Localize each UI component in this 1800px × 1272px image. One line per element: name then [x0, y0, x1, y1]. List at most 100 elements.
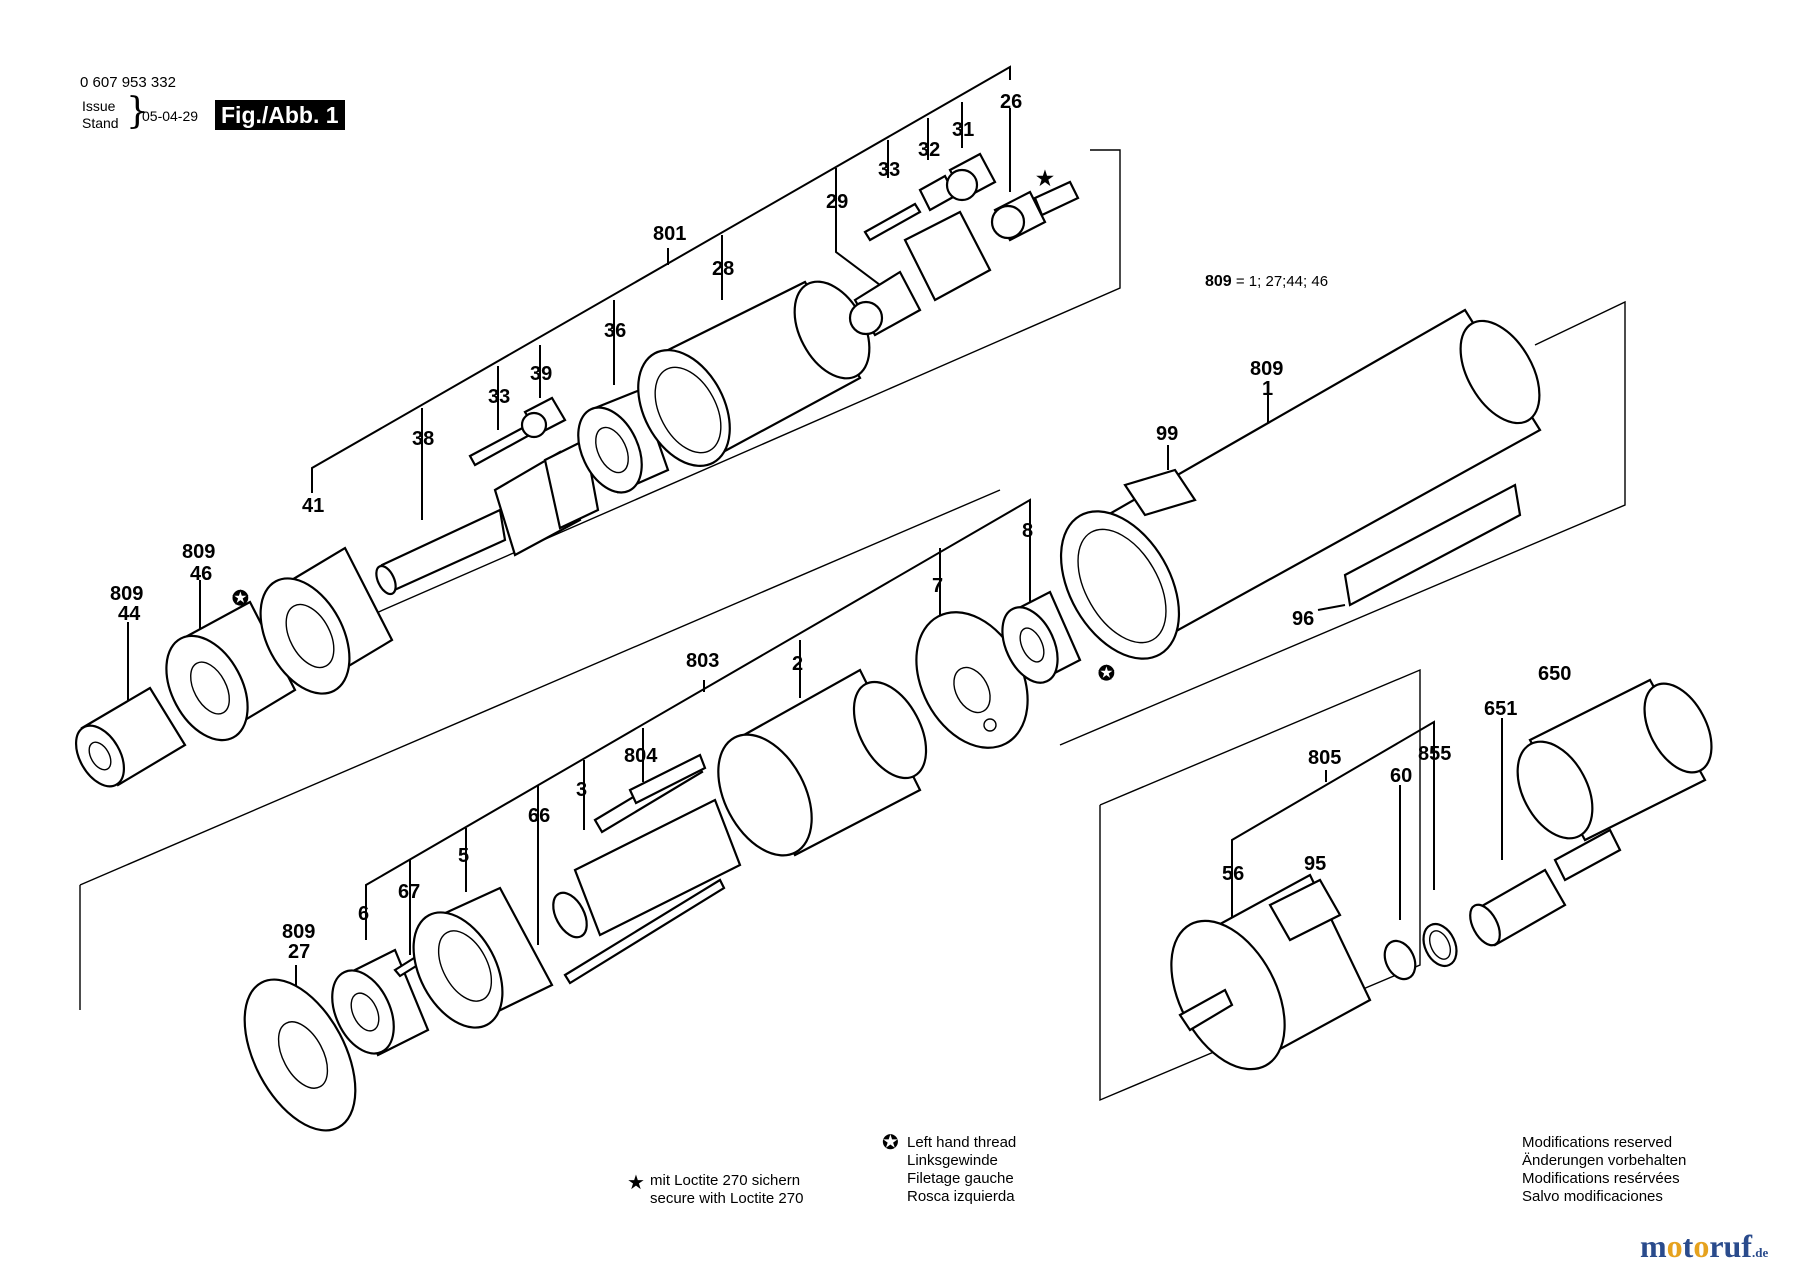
- callout-805: 805: [1308, 747, 1341, 769]
- star-icon: ★: [627, 1172, 645, 1194]
- loctite-note: mit Loctite 270 sichern secure with Loct…: [650, 1172, 803, 1208]
- loctite-note-de: mit Loctite 270 sichern: [650, 1172, 801, 1189]
- frame-803-top: [79, 489, 1001, 886]
- part-26-gear-shaft: [990, 180, 1080, 242]
- kit-809-contents: = 1; 27;44; 46: [1235, 273, 1329, 290]
- callout-651: 651: [1484, 698, 1517, 720]
- callout-41: 41: [302, 495, 324, 517]
- part-650-silencer: [1516, 678, 1713, 842]
- part-96-label-strip: [1343, 483, 1522, 607]
- modifications-note-fr: Modifications resérvées: [1522, 1170, 1680, 1187]
- callout-32: 32: [918, 139, 940, 161]
- callout-809-27: 809: [282, 921, 315, 943]
- part-99-label-band: [1123, 468, 1197, 517]
- left-thread-note: Left hand thread Linksgewinde Filetage g…: [907, 1134, 1016, 1206]
- callout-2: 2: [792, 653, 803, 675]
- part-41-bearing: [259, 546, 394, 695]
- callout-33a: 33: [878, 159, 900, 181]
- callout-46: 46: [190, 563, 212, 585]
- left-thread-note-en: Left hand thread: [907, 1134, 1017, 1151]
- part-60-strainer: [1383, 939, 1417, 981]
- callout-809-46: 809: [182, 541, 215, 563]
- issue-stand-label: Issue Stand: [82, 98, 119, 132]
- callout-66: 66: [528, 805, 550, 827]
- callout-29: 29: [826, 191, 848, 213]
- modifications-note-en: Modifications reserved: [1522, 1134, 1673, 1151]
- modifications-note: Modifications reserved Änderungen vorbeh…: [1522, 1134, 1686, 1206]
- bracket-801-line: [311, 65, 1011, 493]
- part-95-label-band: [1268, 878, 1342, 942]
- part-651-hose-nipple: [1469, 828, 1622, 947]
- frame-809: [1059, 300, 1626, 746]
- star-icon-part-26: ★: [1036, 168, 1054, 190]
- part-29-gear-carrier: [848, 210, 992, 337]
- assembly-frames: [79, 149, 1626, 1102]
- part-2-cylinder: [717, 668, 928, 857]
- stand-label: Stand: [82, 115, 119, 131]
- callout-855: 855: [1418, 743, 1451, 765]
- part-38-rotor-shaft: [375, 438, 600, 596]
- callout-67: 67: [398, 881, 420, 903]
- callout-7: 7: [932, 575, 943, 597]
- modifications-note-de: Änderungen vorbehalten: [1522, 1152, 1687, 1169]
- diagram-symbols: ★ ✪ ✪: [232, 168, 1115, 685]
- callout-3: 3: [576, 779, 587, 801]
- part-1-housing-tube: [1059, 308, 1542, 660]
- callout-38: 38: [412, 428, 434, 450]
- callout-28: 28: [712, 258, 734, 280]
- callout-1: 1: [1262, 378, 1273, 400]
- part-855-o-ring: [1422, 922, 1458, 968]
- callout-27: 27: [288, 941, 310, 963]
- loctite-note-en: secure with Loctite 270: [650, 1190, 804, 1207]
- callout-26: 26: [1000, 91, 1022, 113]
- callout-31: 31: [952, 119, 974, 141]
- left-thread-icon-part-1: ✪: [1098, 663, 1115, 685]
- callout-803: 803: [686, 650, 719, 672]
- callout-809-1: 809: [1250, 358, 1283, 380]
- left-thread-note-fr: Filetage gauche: [907, 1170, 1014, 1187]
- callout-33b: 33: [488, 386, 510, 408]
- left-thread-note-de: Linksgewinde: [907, 1152, 998, 1169]
- part-8-bearing: [1001, 590, 1082, 684]
- callout-36: 36: [604, 320, 626, 342]
- callout-60: 60: [1390, 765, 1412, 787]
- frame-805: [1099, 668, 1421, 1102]
- bracket-805-line: [1231, 720, 1435, 928]
- part-6-bearing: [331, 948, 430, 1057]
- brand-logo: motoruf.de: [1640, 1228, 1769, 1264]
- brace-glyph: }: [126, 91, 149, 132]
- kit-809-note: 809 = 1; 27;44; 46: [1205, 273, 1328, 291]
- callout-5: 5: [458, 845, 469, 867]
- callout-39: 39: [530, 363, 552, 385]
- part-39-gear: [520, 396, 567, 439]
- modifications-note-es: Salvo modificaciones: [1522, 1188, 1663, 1205]
- issue-label: Issue: [82, 98, 116, 114]
- callout-99: 99: [1156, 423, 1178, 445]
- callout-804: 804: [624, 745, 658, 767]
- left-thread-icon: ✪: [882, 1132, 899, 1154]
- callout-801: 801: [653, 223, 686, 245]
- issue-date: 05-04-29: [142, 108, 199, 124]
- part-66-long-pin: [563, 878, 726, 985]
- callout-44: 44: [118, 603, 141, 625]
- part-5-end-plate: [412, 886, 554, 1029]
- callout-809-44: 809: [110, 583, 143, 605]
- callout-labels: 801 28 29 33 32 31 26 36 39 33 38 41 809…: [110, 91, 1571, 963]
- part-33a-pin: [863, 202, 922, 242]
- callout-650: 650: [1538, 663, 1571, 685]
- callout-56: 56: [1222, 863, 1244, 885]
- left-thread-note-es: Rosca izquierda: [907, 1188, 1015, 1205]
- part-3-rotor: [552, 798, 742, 939]
- callout-95: 95: [1304, 853, 1326, 875]
- part-56-inlet-housing: [1170, 873, 1372, 1071]
- part-31-gear: [945, 152, 997, 202]
- callout-96: 96: [1292, 608, 1314, 630]
- frame-801: [199, 149, 1121, 691]
- callout-8: 8: [1022, 520, 1033, 542]
- part-28-cylinder: [637, 280, 871, 467]
- leader-96: [1317, 604, 1346, 611]
- part-804-vanes: [593, 753, 707, 834]
- part-number: 0 607 953 332: [80, 74, 176, 91]
